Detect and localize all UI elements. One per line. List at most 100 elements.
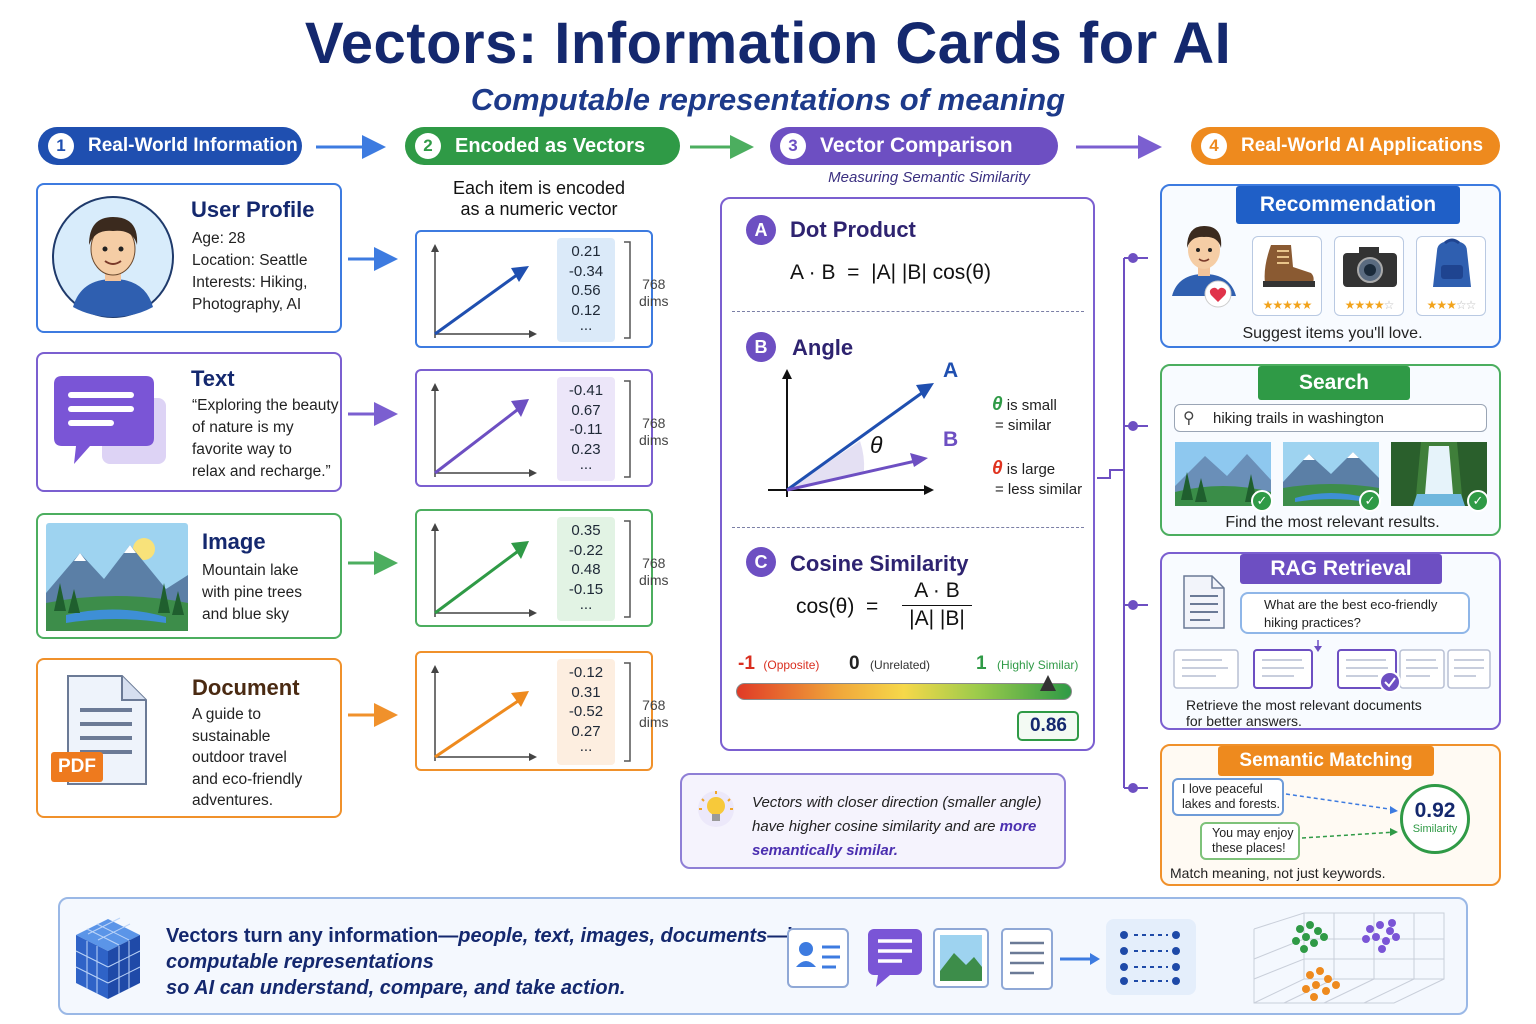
vector-box-image: 0.35 -0.22 0.48 -0.15 ... 768 dims: [415, 509, 669, 627]
card-line: outdoor travel: [192, 749, 287, 766]
app-caption: Suggest items you'll love.: [1242, 325, 1423, 342]
footer-text-emphasis: computable representations: [166, 951, 434, 973]
dot-product-label: Dot Product: [790, 217, 916, 242]
star-filled-icon: ★: [1282, 298, 1293, 312]
star-filled-icon: ★: [1301, 298, 1313, 312]
star-filled-icon: ★: [1436, 298, 1447, 312]
card-line: and eco-friendly: [192, 770, 303, 788]
message-line: I love peaceful: [1182, 782, 1263, 796]
app-card-semantic-matching: Semantic Matching I love peaceful lakes …: [1160, 744, 1501, 886]
rag-caption-line: Retrieve the most relevant documents: [1186, 697, 1422, 713]
step-number: 3: [780, 133, 806, 159]
card-line: relax and recharge.”: [192, 463, 331, 480]
app-title: Semantic Matching: [1218, 746, 1434, 776]
similarity-value-box: 0.86: [1017, 711, 1080, 741]
star-filled-icon: ★: [1354, 298, 1365, 312]
card-title: User Profile: [191, 197, 315, 222]
divider: [732, 527, 1084, 528]
dot-product-formula: A · B = |A| |B| cos(θ): [790, 261, 991, 284]
check-icon: ✓: [1251, 490, 1273, 512]
vector-value: 0.48: [571, 561, 601, 578]
recommended-item-backpack: ★★★☆☆: [1416, 236, 1486, 316]
app-caption: Retrieve the most relevant documents for…: [1186, 697, 1422, 729]
rag-question-bubble: What are the best eco-friendly hiking pr…: [1240, 592, 1470, 634]
card-line: and blue sky: [202, 606, 290, 623]
fraction-bar: [902, 605, 972, 606]
vector-value: 0.35: [571, 522, 601, 539]
star-filled-icon: ★: [1272, 298, 1283, 312]
step-pill-1: 1 Real-World Information: [38, 127, 302, 165]
step-pill-3: 3 Vector Comparison: [770, 127, 1058, 165]
scale-label: (Highly Similar): [997, 658, 1079, 672]
info-card-text: Text “Exploring the beauty of nature is …: [36, 352, 342, 492]
vector-value: -0.11: [569, 421, 603, 438]
vector-box-profile: 0.21 -0.34 0.56 0.12 ... 768 dims: [415, 230, 669, 348]
match-connectors: [1285, 793, 1398, 839]
vector-value: ...: [579, 317, 593, 334]
step-label: Vector Comparison: [820, 134, 1013, 157]
star-rating: ★★★★☆: [1335, 298, 1403, 312]
vector-value: 0.12: [571, 301, 601, 319]
card-line: adventures.: [192, 792, 273, 809]
card-title: Text: [191, 366, 235, 391]
theta-label: θ: [870, 432, 883, 458]
encoding-caption: Each item is encoded as a numeric vector: [408, 178, 670, 220]
dims-label: dims: [639, 572, 669, 588]
section-letter-c: C: [746, 547, 776, 577]
cosine-denominator: |A| |B|: [909, 607, 965, 630]
vector-a-label: A: [943, 359, 959, 382]
card-title: Image: [202, 529, 266, 554]
cube-icon: [75, 917, 141, 999]
similarity-score-label: Similarity: [1412, 823, 1458, 835]
vector-value: -0.34: [568, 262, 604, 280]
check-icon: ✓: [1467, 490, 1489, 512]
user-avatar-icon: [1172, 226, 1236, 308]
search-result[interactable]: ✓: [1175, 442, 1273, 512]
vector-dims: 768 dims: [639, 697, 669, 731]
search-icon: ⚲: [1183, 410, 1195, 427]
dims-bracket: [624, 520, 631, 618]
search-result[interactable]: ✓: [1391, 442, 1489, 512]
app-caption: Match meaning, not just keywords.: [1170, 865, 1386, 881]
lightbulb-icon: [698, 791, 734, 827]
vector-value: -0.22: [568, 541, 604, 559]
comparison-subtitle: Measuring Semantic Similarity: [828, 169, 1030, 186]
scale-label: (Unrelated): [870, 658, 931, 672]
document-icon: [1183, 575, 1225, 629]
search-result[interactable]: ✓: [1283, 442, 1381, 512]
cosine-similarity-label: Cosine Similarity: [790, 551, 969, 576]
step-label: Real-World AI Applications: [1241, 135, 1484, 156]
vector-dims: 768 dims: [639, 555, 669, 589]
scale-value: 0: [849, 653, 860, 674]
card-lines: “Exploring the beauty of nature is my fa…: [192, 395, 338, 483]
dims-label: dims: [639, 293, 669, 309]
app-caption: Find the most relevant results.: [1225, 514, 1440, 531]
vector-values: -0.12 0.31 -0.52 0.27 ...: [557, 659, 615, 765]
large-angle-meaning: = less similar: [995, 481, 1083, 498]
step-label: Encoded as Vectors: [455, 134, 646, 157]
dims-number: 768: [642, 415, 666, 431]
search-input[interactable]: ⚲ hiking trails in washington: [1174, 404, 1487, 432]
vector-plot: [431, 665, 537, 761]
vector-values: 0.35 -0.22 0.48 -0.15 ...: [557, 517, 615, 621]
mountain-forest-image: [1175, 442, 1271, 506]
page-title: Vectors: Information Cards for AI: [304, 11, 1232, 76]
cosine-numerator: A · B: [914, 579, 960, 602]
vector-value: 0.67: [571, 401, 601, 419]
step-label: Real-World Information: [88, 135, 298, 156]
vector-plot: [431, 383, 537, 477]
card-line: “Exploring the beauty: [192, 397, 339, 414]
card-line: Interests: Hiking,: [192, 274, 308, 291]
scale-label: (Opposite): [763, 658, 820, 672]
similarity-score: 0.92: [1414, 799, 1456, 822]
cosine-lhs: cos(θ) =: [796, 595, 879, 618]
star-rating: ★★★★★: [1253, 298, 1321, 312]
user-message-bubble: I love peaceful lakes and forests.: [1172, 778, 1284, 816]
star-empty-icon: ☆: [1465, 298, 1477, 312]
small-angle-text: is small: [1006, 397, 1057, 414]
vector-value: 0.56: [571, 282, 601, 299]
dims-label: dims: [639, 714, 669, 730]
dims-number: 768: [642, 555, 666, 571]
rag-question-line: hiking practices?: [1264, 615, 1361, 630]
pdf-badge: PDF: [51, 752, 103, 782]
